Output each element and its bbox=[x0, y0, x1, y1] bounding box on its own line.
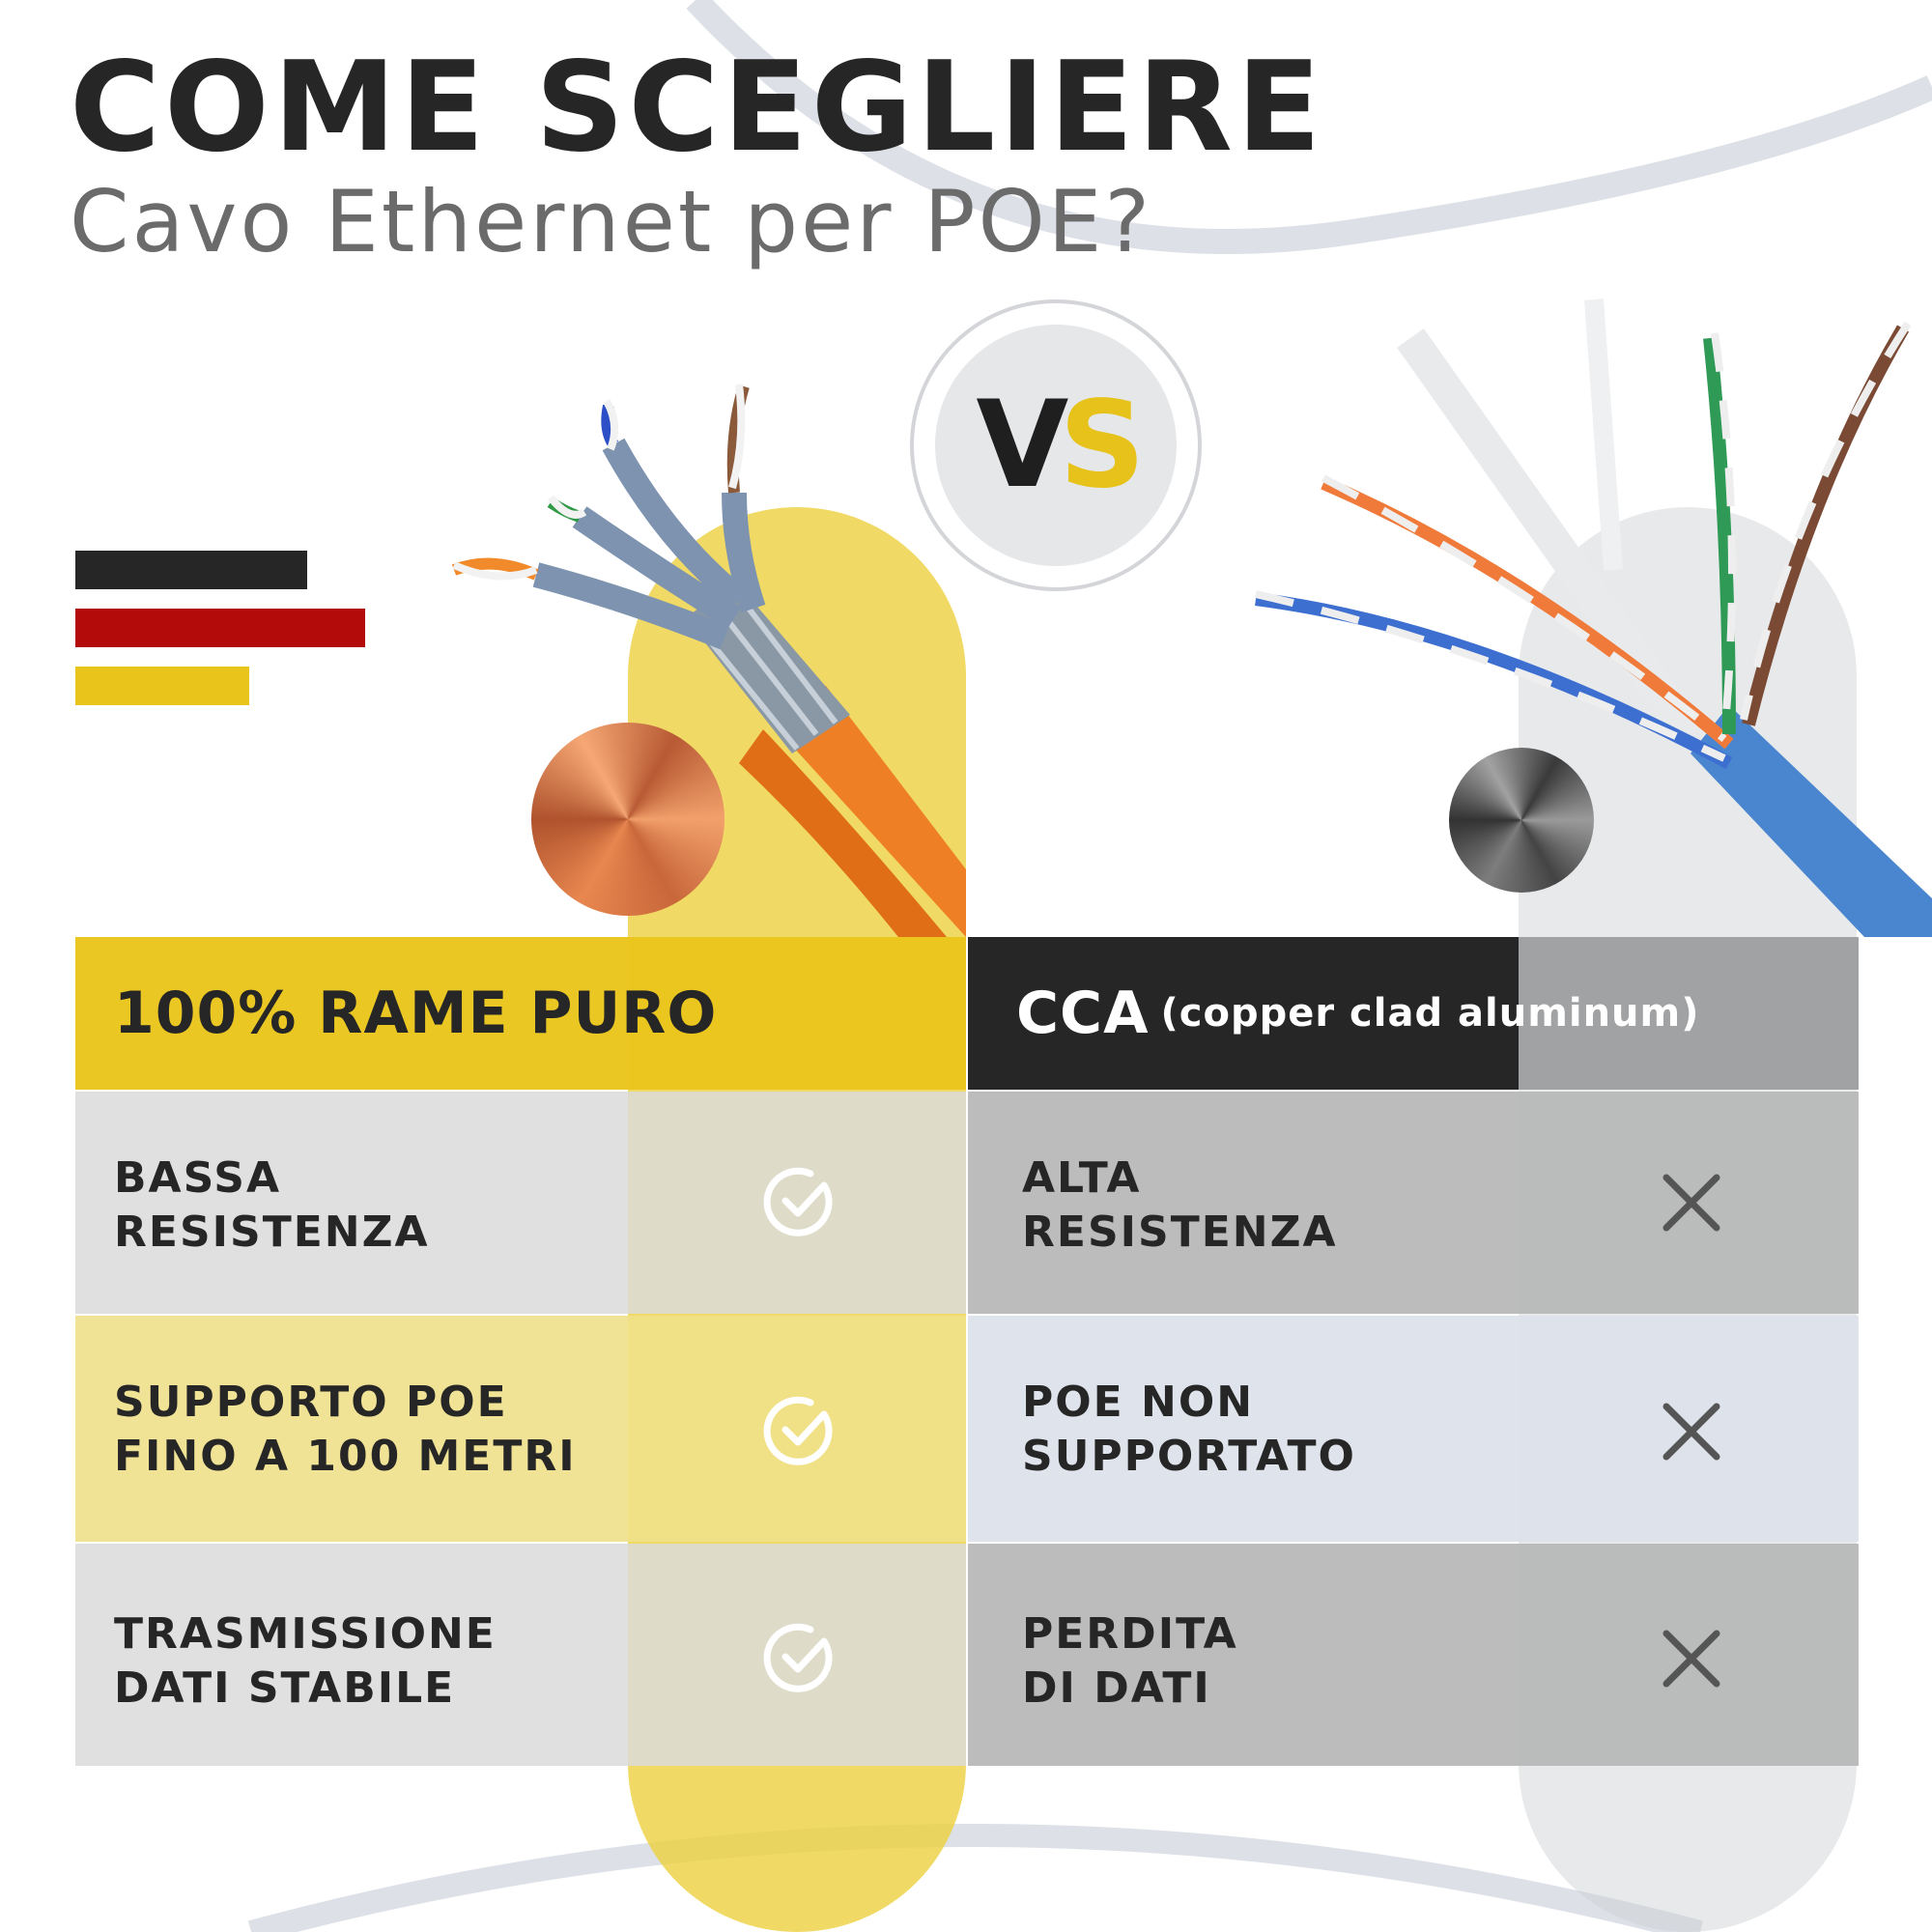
row-3-right-bg bbox=[968, 1544, 1859, 1766]
cca-conductor-disc bbox=[1449, 748, 1594, 893]
vs-letter-v: V bbox=[976, 376, 1068, 515]
row-2-left-bg bbox=[75, 1316, 966, 1542]
right-column-title: CCA bbox=[1016, 980, 1150, 1047]
copper-conductor-disc bbox=[531, 723, 724, 916]
right-column-header-text: CCA (copper clad aluminum) bbox=[1016, 937, 1700, 1090]
check-circle-icon bbox=[763, 1167, 833, 1236]
flag-bar-black bbox=[75, 551, 307, 589]
row-3-right-label: PERDITA DI DATI bbox=[1022, 1609, 1238, 1713]
copper-cable-image bbox=[451, 384, 966, 937]
row-1-left-label: BASSA RESISTENZA bbox=[114, 1153, 430, 1257]
row-1-right-bg bbox=[968, 1092, 1859, 1314]
page-subtitle: Cavo Ethernet per POE? bbox=[70, 172, 1153, 271]
cca-cable-image bbox=[1255, 298, 1932, 937]
page-title: COME SCEGLIERE bbox=[70, 36, 1325, 180]
row-1-right-label: ALTA RESISTENZA bbox=[1022, 1153, 1338, 1257]
left-column-title: 100% RAME PURO bbox=[114, 980, 718, 1047]
right-column-header-accent bbox=[1519, 937, 1859, 1090]
row-2-right-label: POE NON SUPPORTATO bbox=[1022, 1378, 1356, 1481]
check-circle-icon bbox=[763, 1396, 833, 1465]
flag-bar-red bbox=[75, 609, 365, 647]
x-mark-icon bbox=[1662, 1630, 1720, 1688]
left-column-header: 100% RAME PURO bbox=[75, 937, 966, 1090]
row-2-left-label: SUPPORTO POE FINO A 100 METRI bbox=[114, 1378, 577, 1481]
vs-badge-inner bbox=[935, 325, 1177, 566]
x-mark-icon bbox=[1662, 1174, 1720, 1232]
row-3-left-bg bbox=[75, 1544, 966, 1766]
vs-letter-s: S bbox=[1059, 376, 1145, 515]
row-1-left-bg bbox=[75, 1092, 966, 1314]
row-3-left-label: TRASMISSIONE DATI STABILE bbox=[114, 1609, 497, 1713]
right-column-subtitle: (copper clad aluminum) bbox=[1160, 991, 1700, 1036]
check-circle-icon bbox=[763, 1623, 833, 1692]
flag-bar-gold bbox=[75, 667, 249, 705]
x-mark-icon bbox=[1662, 1403, 1720, 1461]
row-2-right-bg bbox=[968, 1316, 1859, 1542]
